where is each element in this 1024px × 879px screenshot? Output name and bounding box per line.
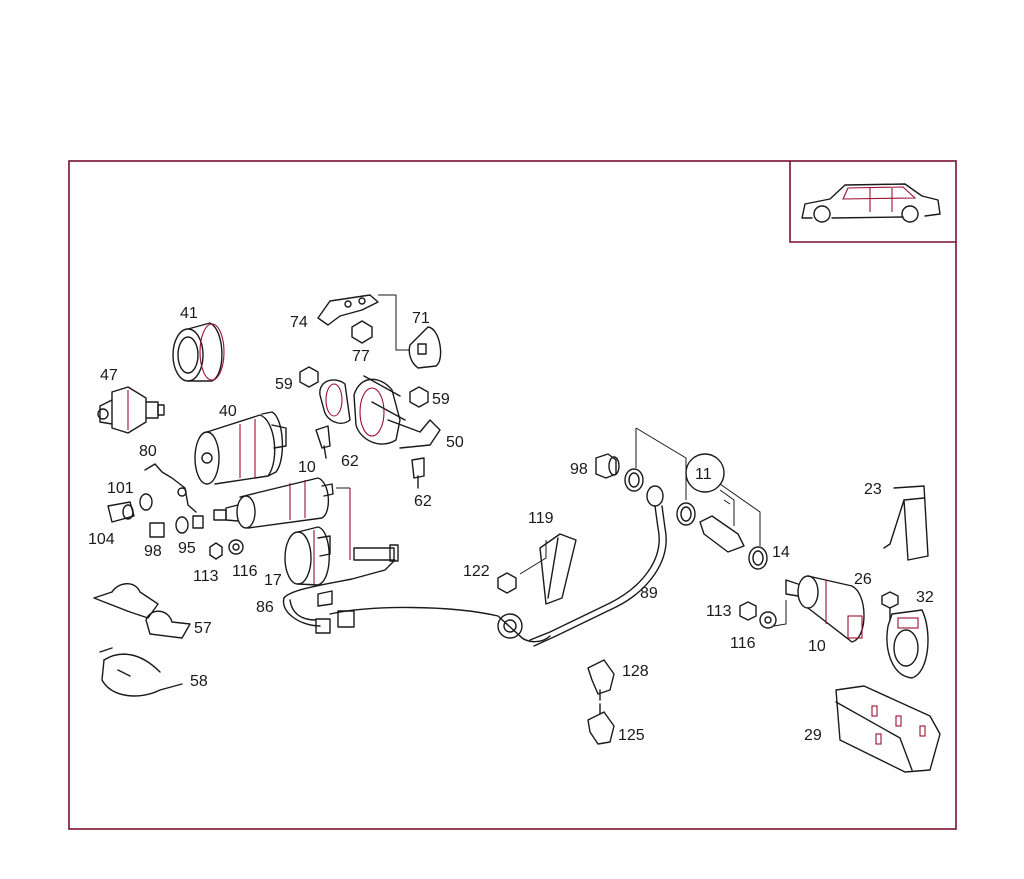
label-41: 41: [180, 305, 198, 322]
label-122: 122: [463, 563, 490, 580]
part-10b-pump-drawing: [739, 575, 865, 643]
label-14: 14: [772, 544, 790, 561]
diagram-frame: [68, 160, 957, 830]
label-98-right: 98: [570, 461, 588, 478]
thumbnail-box: [789, 161, 956, 243]
label-119: 119: [528, 510, 554, 527]
label-59-right: 59: [432, 391, 450, 408]
label-59-left: 59: [275, 376, 293, 393]
part-128-125-drawing: [587, 659, 615, 745]
label-116: 116: [232, 563, 258, 580]
part-89-pipe-drawing: [529, 485, 667, 647]
label-95: 95: [178, 540, 196, 557]
part-86-lines-drawing: [282, 487, 551, 643]
label-57: 57: [194, 620, 212, 637]
label-29: 29: [804, 727, 822, 744]
label-71: 71: [412, 310, 430, 327]
part-23-32-29-drawing: [835, 485, 941, 773]
part-11-fittings-drawing: [595, 427, 768, 570]
label-113: 113: [193, 568, 219, 585]
label-23: 23: [864, 481, 882, 498]
label-58: 58: [190, 673, 208, 690]
label-77: 77: [352, 348, 370, 365]
part-17-drawing: [284, 526, 331, 586]
part-119-bracket-drawing: [497, 533, 577, 605]
label-10-lower: 10: [808, 638, 826, 655]
part-small-left-drawing: [107, 463, 244, 560]
label-40: 40: [219, 403, 237, 420]
part-40-drawing: [194, 411, 287, 485]
label-98: 98: [144, 543, 162, 560]
label-125: 125: [618, 727, 645, 744]
label-89: 89: [640, 585, 658, 602]
label-113-right: 113: [706, 603, 732, 620]
label-62-upper: 62: [341, 453, 359, 470]
part-10a-drawing: [213, 477, 334, 529]
car-thumbnail: [801, 183, 941, 223]
label-17: 17: [264, 572, 282, 589]
part-57-58-drawing: [93, 583, 191, 697]
label-11: 11: [695, 466, 712, 483]
label-86: 86: [256, 599, 274, 616]
label-128: 128: [622, 663, 649, 680]
label-101: 101: [107, 480, 134, 497]
label-10-upper: 10: [298, 459, 316, 476]
label-26: 26: [854, 571, 872, 588]
label-104: 104: [88, 531, 115, 548]
label-50: 50: [446, 434, 464, 451]
part-47-drawing: [97, 386, 165, 434]
part-41-drawing: [172, 322, 225, 382]
label-62-lower: 62: [414, 493, 432, 510]
label-116-right: 116: [730, 635, 756, 652]
label-47: 47: [100, 367, 118, 384]
part-50-clamps-drawing: [299, 366, 441, 489]
label-74: 74: [290, 314, 308, 331]
label-80: 80: [139, 443, 157, 460]
label-32: 32: [916, 589, 934, 606]
part-74-71-drawing: [317, 294, 442, 369]
